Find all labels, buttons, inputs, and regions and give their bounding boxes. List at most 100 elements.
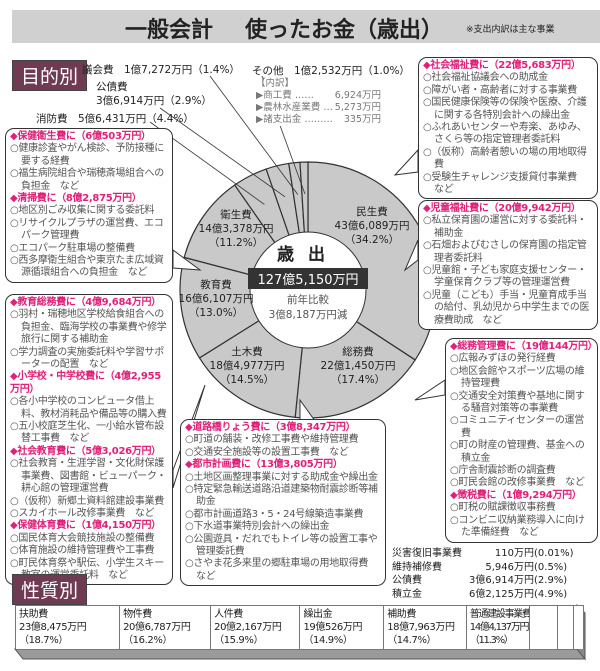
callout-item: ○町道の舗装・改修工事費や維持管理費 bbox=[185, 434, 359, 446]
callout-item: ○西多摩衛生組合や東京たま広域資源循環組合への負担金 など bbox=[10, 255, 164, 279]
callout-item: ○交通安全施設等の設置工事費 など bbox=[185, 446, 349, 458]
callout-item: ○庁舎耐震診断の調査費 bbox=[450, 465, 556, 477]
label-gikai: 議会費 1億7,272万円（1.4%） bbox=[82, 64, 240, 76]
callout-heading: ◆総務管理費に（19億144万円） bbox=[450, 341, 598, 352]
callout-item: ○（仮称）高齢者憩いの場の用地取得費 bbox=[423, 146, 587, 171]
callout-heading: ◆児童福祉費に（20億9,942万円） bbox=[423, 203, 581, 214]
callout-item: ○下水道事業特別会計への繰出金 bbox=[185, 521, 330, 533]
callout-item: ○コンビニ収納業務導入に向けた準備経費 など bbox=[450, 514, 585, 539]
callout-item: ○体育施設の維持管理費や工事費 bbox=[10, 545, 155, 557]
callout-heading: ◆社会福祉費に（22億5,683万円） bbox=[423, 60, 581, 71]
total-amount: 127億5,150万円 bbox=[248, 268, 368, 289]
callout-item: ○（仮称）新郷土資料館建設事業費 bbox=[10, 495, 164, 507]
segment-amount: 19億526万円 bbox=[303, 622, 363, 633]
comparison-label: 前年比較 bbox=[287, 294, 329, 306]
small-item-name: 公債費 bbox=[392, 575, 422, 586]
nature-segment: 人件費 20億2,167万円 （15.9%） bbox=[211, 605, 301, 649]
bar-bottom-face bbox=[13, 648, 587, 660]
breakdown: 【内訳】 ▶商工費 …… 6,924万円▶農林水産業費 …5,273万円▶諸支出金… bbox=[256, 78, 381, 126]
small-item-amount: 5,946万円 bbox=[485, 561, 534, 573]
segment-percent: （16.2%） bbox=[123, 635, 173, 646]
pie-title: 歳出 bbox=[277, 245, 339, 265]
breakdown-name: ▶商工費 …… bbox=[256, 90, 314, 101]
segment-amount: 18億7,963万円 bbox=[387, 622, 455, 633]
leader-line bbox=[159, 107, 286, 198]
callout-item: ○ふれあいセンターや寿楽、あゆみ、さくら等の指定管理者委託料 bbox=[423, 122, 587, 146]
callout-item: ○交通安全対策費や基地に関する騒音対策等の事業費 bbox=[450, 390, 585, 415]
breakdown-title: 【内訳】 bbox=[256, 78, 295, 89]
callout-item: ○健康診査やがん検診、予防接種に要する経費 bbox=[10, 143, 164, 167]
callout-heading: ◆小学校・中学校費に（4億2,955万円） bbox=[10, 371, 161, 395]
small-item-percent: (0.5%) bbox=[534, 561, 568, 573]
callout-item: ○公園遊具・だれでもトイレ等の設置工事や管理委託費 bbox=[185, 533, 378, 558]
segment-percent: （14.7%） bbox=[387, 635, 437, 646]
callout-heading: ◆道路橋りょう費に（3億8,347万円） bbox=[185, 422, 356, 433]
callout-item: ○障がい者・高齢者に対する事業費 bbox=[423, 84, 577, 96]
callout-item: ○さやま花多来里の郷駐車場の用地取得費 など bbox=[185, 558, 378, 582]
callout-heading: ◆徴税費に（1億9,294万円） bbox=[450, 489, 582, 501]
callout-civil-engineering: ◆道路橋りょう費に（3億8,347万円）○町道の舗装・改修工事費や維持管理費○交… bbox=[180, 419, 386, 587]
callout-health: ◆保健衛生費に（6億503万円）○健康診査やがん検診、予防接種に要する経費○福生… bbox=[5, 128, 173, 283]
pie-center: 歳出 127億5,150万円 前年比較 3億8,187万円減 bbox=[248, 238, 368, 322]
segment-name: 普通建設事業費 bbox=[469, 609, 531, 620]
page-title: 使ったお金（歳出） bbox=[245, 18, 444, 43]
segment-percent: （11.3%） bbox=[469, 635, 514, 646]
callout-item: ○社会教育・生涯学習・文化財保護事業費、図書館・ビューパーク・耕心館の管理運営費 bbox=[10, 458, 167, 495]
segment-amount: 20億6,787万円 bbox=[123, 622, 191, 633]
callout-pointer bbox=[172, 249, 202, 271]
callout-heading: ◆清掃費に（8億2,875万円） bbox=[10, 193, 142, 205]
segment-amount: 23億8,475万円 bbox=[19, 622, 87, 633]
callout-item: ○国民体育大会競技施設の整備費 bbox=[10, 532, 155, 544]
breakdown-value: 5,273万円 bbox=[334, 102, 381, 113]
callout-heading: ◆社会教育費に（5億3,026万円） bbox=[10, 445, 161, 457]
segment-name: 人件費 bbox=[214, 609, 243, 620]
segment-percent: （14.9%） bbox=[303, 635, 353, 646]
callout-item: ○スカイホール改修事業費 など bbox=[10, 507, 155, 519]
segment-percent: （15.9%） bbox=[214, 635, 264, 646]
callout-heading: ◆保健衛生費に（6億503万円） bbox=[10, 131, 151, 142]
callout-item: ○地区別ごみ収集に関する委託料 bbox=[10, 205, 155, 217]
small-item-row: 維持補修費 5,946万円(0.5%) bbox=[392, 561, 574, 575]
breakdown-row: ▶諸支出金 ………335万円 bbox=[256, 114, 381, 126]
small-item-amount: 6億2,125万円 bbox=[469, 588, 534, 600]
callout-general-affairs: ◆総務管理費に（19億144万円）○広報みずほの発行経費○地区会館やスポーツ広場… bbox=[445, 338, 598, 543]
callout-item: ○エコパーク駐車場の整備費 bbox=[10, 242, 135, 254]
breakdown-value: 6,924万円 bbox=[334, 90, 381, 101]
breakdown-row: ▶商工費 …… 6,924万円 bbox=[256, 90, 381, 102]
breakdown-value: 335万円 bbox=[343, 114, 381, 125]
small-item-amount: 110万円 bbox=[494, 548, 534, 559]
nature-segment bbox=[557, 605, 575, 649]
callout-item: ○羽村・瑞穂地区学校給食組合への負担金、臨海学校の事業費や修学旅行に関する補助金 bbox=[10, 309, 167, 346]
section-label-nature: 性質別 bbox=[12, 574, 88, 605]
callout-item: ○リサイクルプラザの運営費、エコパーク管理費 bbox=[10, 217, 164, 242]
small-item-name: 災害復旧事業費 bbox=[392, 548, 462, 559]
note: ※支出内訳は主な事業 bbox=[466, 25, 555, 35]
leader-line bbox=[209, 75, 299, 195]
segment-percent: （18.7%） bbox=[19, 635, 68, 646]
callout-education: ◆教育総務費に（4億9,684万円）○羽村・瑞穂地区学校給食組合への負担金、臨海… bbox=[5, 294, 173, 586]
label-kousai-name: 公債費 bbox=[96, 81, 128, 93]
label-sonota: その他 1億2,532万円（1.0%） bbox=[252, 65, 410, 77]
small-item-name: 維持補修費 bbox=[392, 561, 442, 573]
nature-segment bbox=[577, 605, 585, 649]
callout-item: ○町税の賦課徴収事務費 bbox=[450, 502, 556, 514]
callout-child-welfare: ◆児童福祉費に（20億9,942万円）○私立保育園の運営に対する委託料・補助金○… bbox=[418, 200, 598, 331]
segment-amount: 20億2,167万円 bbox=[214, 622, 282, 633]
segment-amount: 14億4,137万円 bbox=[469, 622, 529, 633]
callout-item: ○学力調査の実施委託料や学習サポーターの配置 など bbox=[10, 346, 164, 371]
callout-heading: ◆都市計画費に（13億3,805万円） bbox=[185, 459, 343, 471]
breakdown-row: ▶農林水産業費 …5,273万円 bbox=[256, 102, 381, 114]
small-item-amount: 3億6,914万円 bbox=[469, 575, 534, 586]
